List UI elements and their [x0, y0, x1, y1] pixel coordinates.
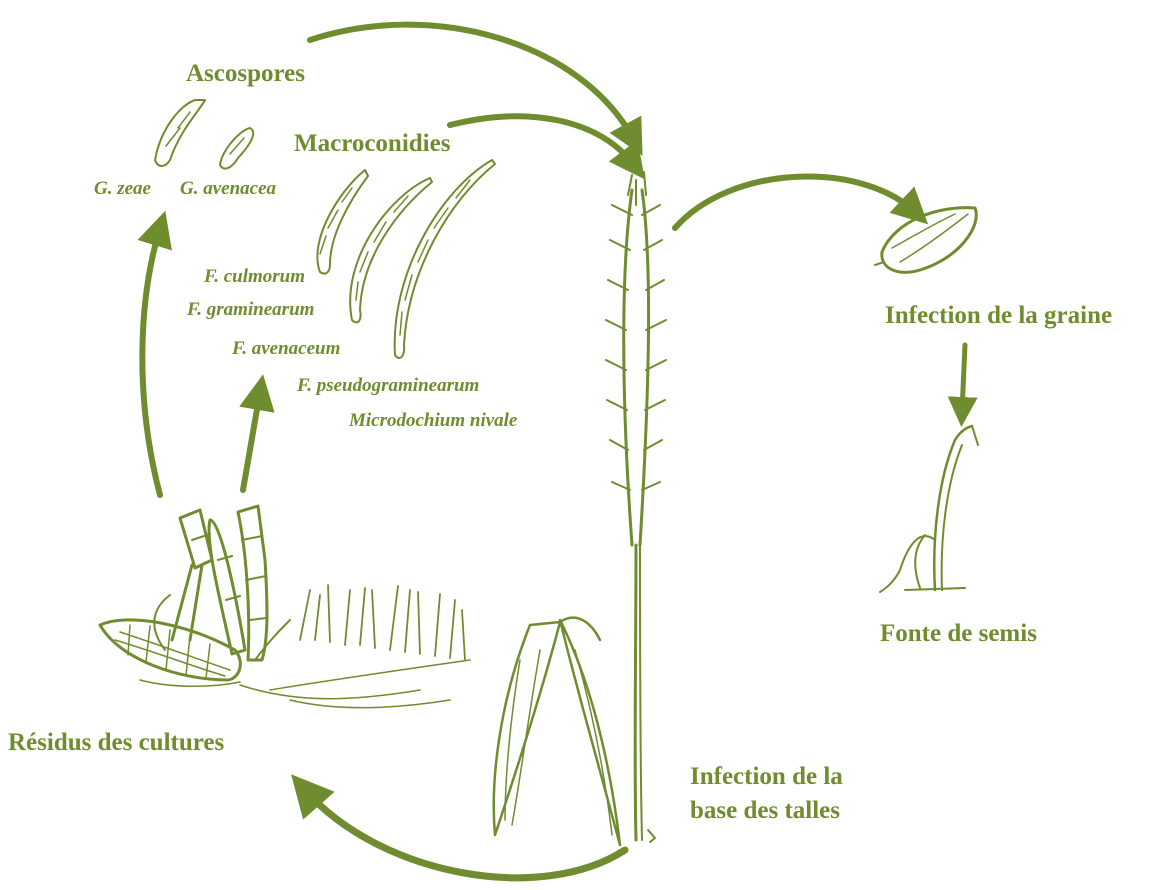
arrow-residue-to-macroconidia: [243, 392, 260, 490]
label-microdochium-nivale: Microdochium nivale: [349, 410, 517, 432]
label-g-avenacea: G. avenacea: [180, 178, 276, 200]
arrow-macroconidia-to-wheat: [450, 116, 634, 165]
arrow-base-to-residue: [305, 790, 625, 878]
infected-seed: [875, 208, 976, 273]
arrow-seed-to-seedling: [962, 345, 965, 412]
macroconidium-1: [317, 170, 368, 274]
label-f-avenaceum: F. avenaceum: [232, 338, 340, 360]
label-f-graminearum: F. graminearum: [187, 299, 314, 321]
tiller-leaves: [494, 618, 620, 845]
label-ascospores: Ascospores: [186, 60, 305, 88]
arrow-residue-to-ascospores: [142, 228, 160, 495]
corn-cob: [100, 620, 240, 680]
corn-stalks: [154, 506, 290, 660]
label-f-pseudograminearum: F. pseudograminearum: [297, 375, 479, 397]
label-infection-base-line1: Infection de la: [690, 763, 843, 791]
label-residus-cultures: Résidus des cultures: [8, 729, 224, 757]
label-fonte-semis: Fonte de semis: [880, 620, 1037, 648]
arrow-wheat-to-seed: [675, 177, 915, 228]
label-g-zeae: G. zeae: [94, 178, 151, 200]
label-f-culmorum: F. culmorum: [204, 266, 305, 288]
wheat-ear: [606, 172, 666, 840]
stem-base-mark: [648, 830, 655, 842]
ascospore-g-zeae: [155, 100, 205, 166]
label-macroconidies: Macroconidies: [294, 130, 450, 158]
macroconidium-2: [350, 178, 432, 322]
label-infection-base-line2: base des talles: [690, 797, 840, 825]
label-infection-graine: Infection de la graine: [885, 302, 1112, 330]
seedling: [880, 426, 978, 592]
ascospore-g-avenacea: [220, 128, 253, 169]
